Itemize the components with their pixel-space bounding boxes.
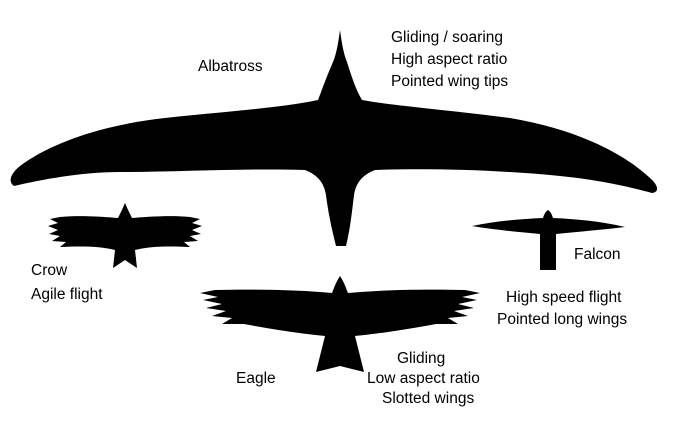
crow-name: Crow [31,262,68,279]
eagle-note-3: Slotted wings [382,390,475,407]
albatross-note-1: Gliding / soaring [391,29,504,46]
albatross-silhouette [10,30,658,246]
albatross-note-2: High aspect ratio [391,51,508,68]
crow-note-1: Agile flight [31,286,103,303]
falcon-note-1: High speed flight [506,289,622,306]
eagle-note-1: Gliding [397,350,446,367]
albatross-name: Albatross [198,58,263,75]
falcon-name: Falcon [574,246,621,263]
falcon-silhouette [472,210,625,270]
albatross-note-3: Pointed wing tips [391,73,509,90]
eagle-silhouette [200,276,480,372]
falcon-note-2: Pointed long wings [497,311,628,328]
eagle-note-2: Low aspect ratio [367,370,480,387]
crow-silhouette [48,203,202,268]
eagle-name: Eagle [236,370,276,387]
